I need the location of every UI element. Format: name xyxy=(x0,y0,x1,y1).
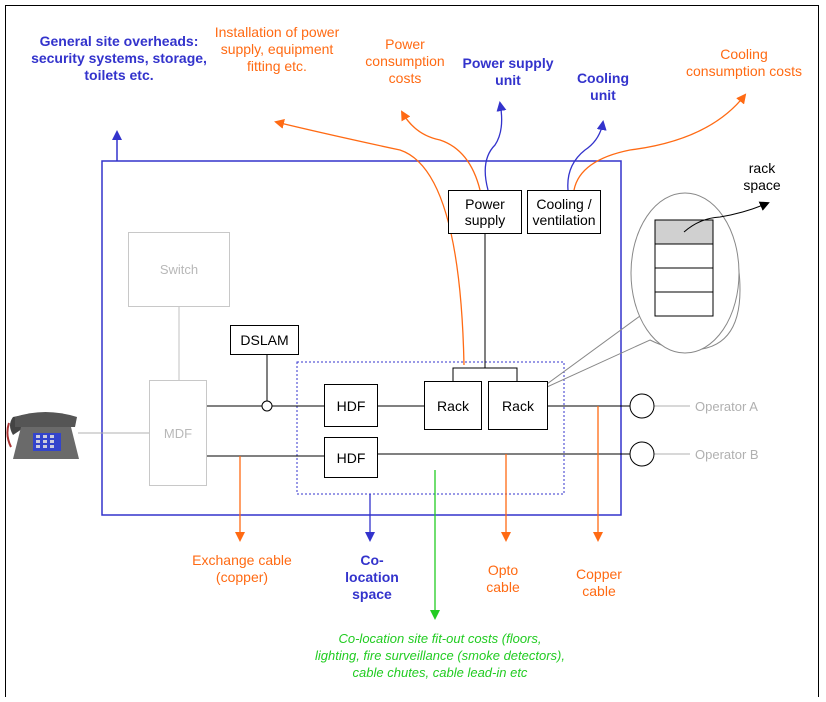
cooling-consumption-arrow xyxy=(573,93,747,191)
cooling-consumption-label: Cooling consumption costs xyxy=(686,46,802,79)
rack-space-label: rack space xyxy=(743,160,781,193)
rack-slot-4 xyxy=(654,291,714,317)
colocation-area xyxy=(296,361,565,495)
mdf-box: MDF xyxy=(149,380,207,486)
exchange-cable-label: Exchange cable (copper) xyxy=(192,552,292,585)
power-supply-unit-arrow xyxy=(484,101,507,191)
overheads-label: General site overheads: security systems… xyxy=(31,33,207,83)
installation-arrow xyxy=(274,119,465,366)
rack-box-1: Rack xyxy=(424,381,482,430)
rack-bracket xyxy=(452,367,518,381)
switch-box: Switch xyxy=(128,232,230,307)
operator-a-label: Operator A xyxy=(695,399,758,414)
diagram-frame xyxy=(5,5,819,697)
dslam-box: DSLAM xyxy=(230,325,299,355)
colocation-space-label: Co-location space xyxy=(345,552,399,602)
rack-slot-2 xyxy=(654,243,714,269)
rack-space-arrow xyxy=(683,201,770,233)
power-consumption-arrow xyxy=(401,110,481,191)
installation-label: Installation of power supply, equipment … xyxy=(214,24,340,74)
opto-cable-label: Opto cable xyxy=(486,562,520,595)
fitout-label: Co-location site fit-out costs (floors, … xyxy=(315,631,565,680)
cooling-unit-arrow xyxy=(567,120,607,191)
operator-b-label: Operator B xyxy=(695,447,759,462)
cooling-unit-label: Cooling unit xyxy=(576,70,630,103)
telephone-icon xyxy=(6,412,79,459)
hdf-box-1: HDF xyxy=(324,384,378,427)
copper-cable-label: Copper cable xyxy=(576,566,622,599)
operator-a-node xyxy=(629,393,655,419)
power-supply-box: Power supply xyxy=(448,190,522,234)
site-boundary xyxy=(101,160,622,516)
cooling-box: Cooling / ventilation xyxy=(527,190,601,234)
hdf-box-2: HDF xyxy=(324,437,378,478)
splitter xyxy=(261,400,273,412)
power-consumption-label: Power consumption costs xyxy=(365,36,445,86)
rack-box-2: Rack xyxy=(488,381,548,430)
operator-b-node xyxy=(629,441,655,467)
rack-slot-3 xyxy=(654,267,714,293)
power-supply-unit-label: Power supply unit xyxy=(462,55,554,88)
